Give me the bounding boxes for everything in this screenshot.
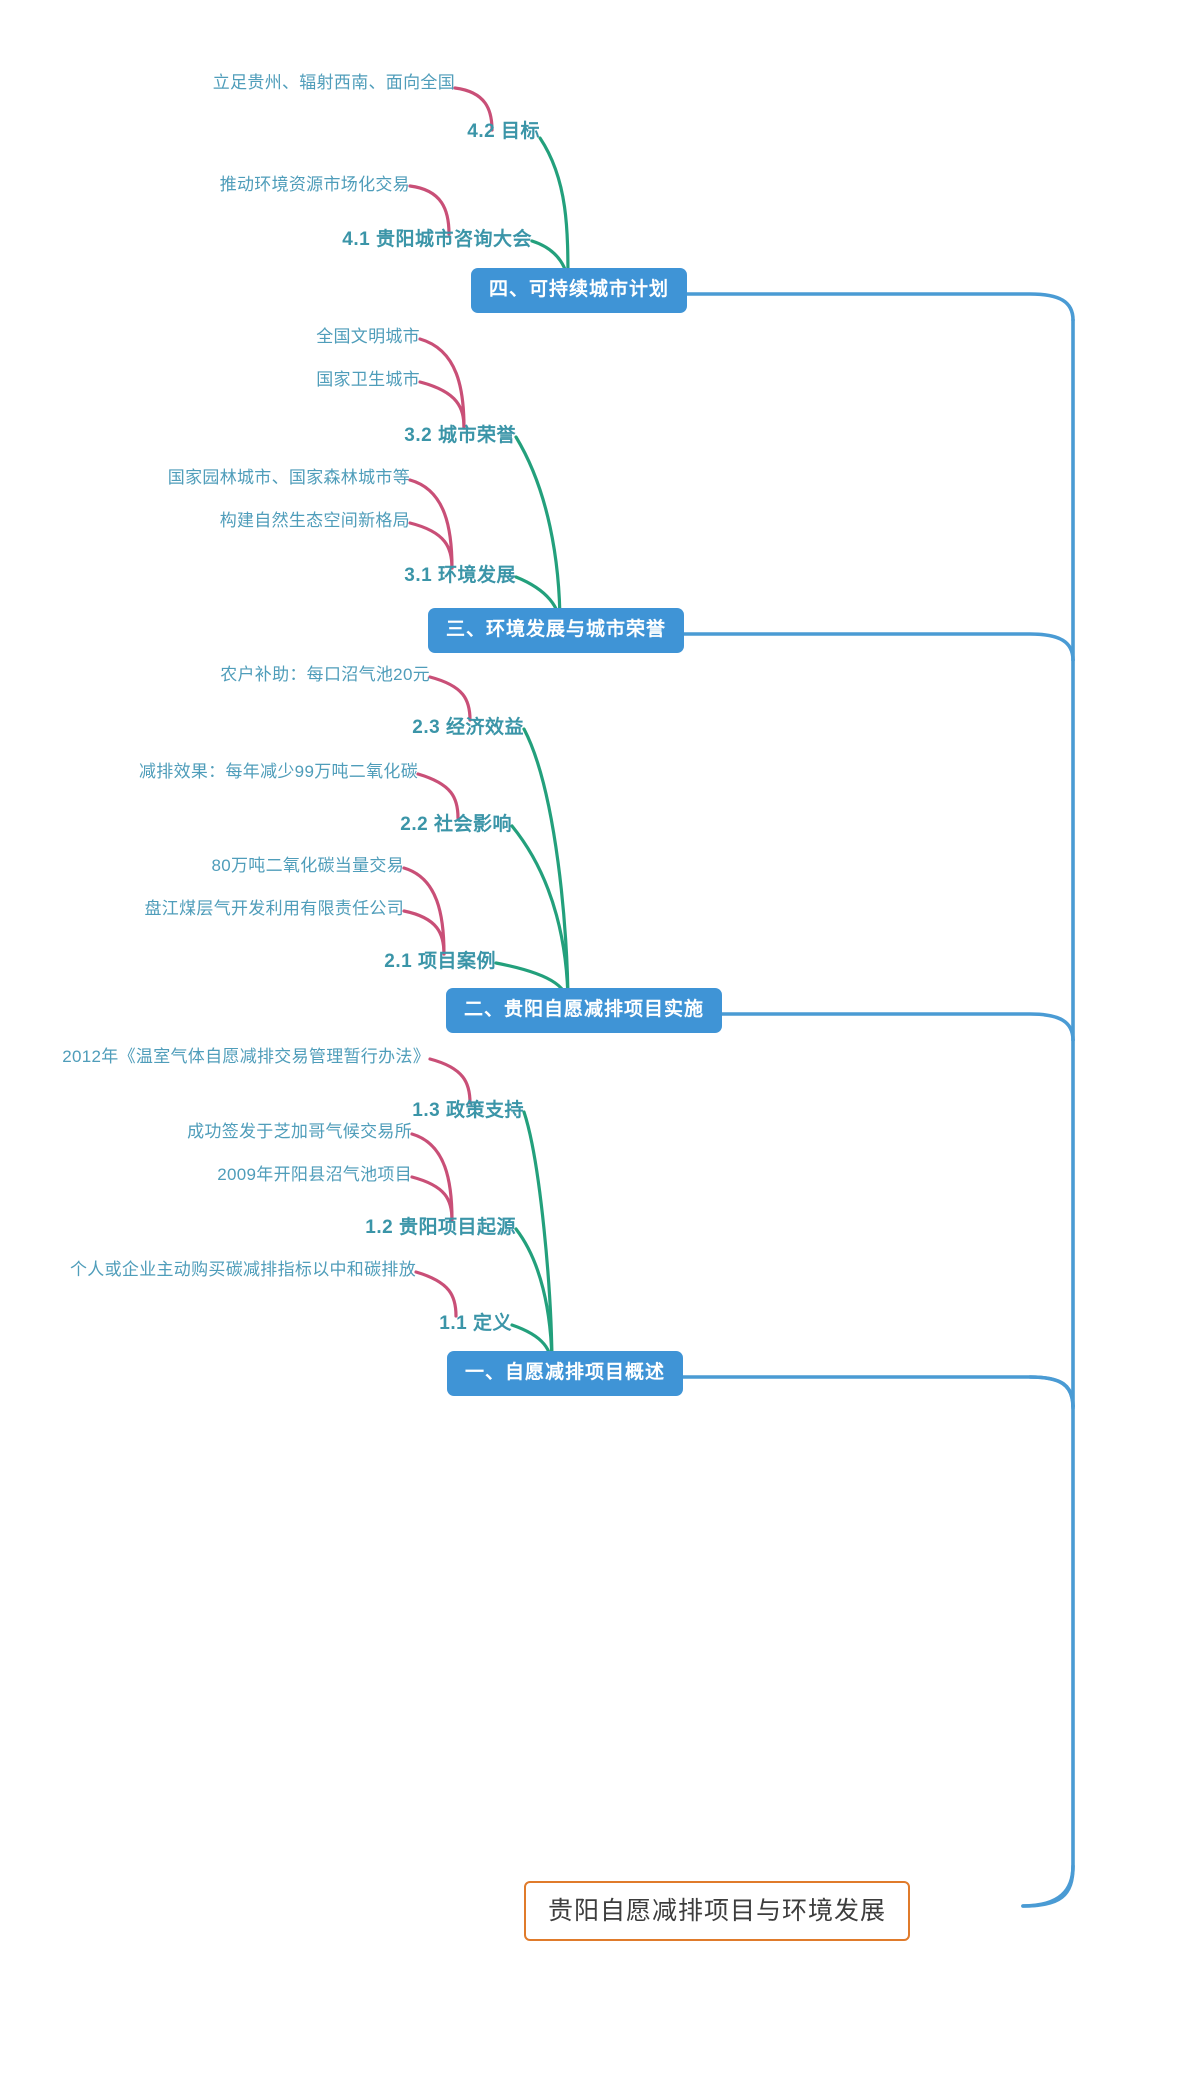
branch-node-4-label: 四、可持续城市计划 [489,279,670,300]
sub-node-1-2[interactable]: 1.2 贵阳项目起源 [290,1217,516,1240]
leaf-node-3-2-2[interactable]: 国家卫生城市 [110,370,420,390]
sub-node-2-2-label: 2.2 社会影响 [400,814,512,835]
sub-node-2-3-label: 2.3 经济效益 [412,717,524,738]
leaf-node-3-1-1-label: 国家园林城市、国家森林城市等 [167,468,410,487]
leaf-node-2-1-1-label: 80万吨二氧化碳当量交易 [211,856,404,875]
leaf-node-3-1-2[interactable]: 构建自然生态空间新格局 [80,511,410,531]
leaf-node-1-2-2[interactable]: 2009年开阳县沼气池项目 [90,1165,412,1185]
sub-node-1-3-label: 1.3 政策支持 [412,1100,524,1121]
sub-node-4-1-label: 4.1 贵阳城市咨询大会 [342,229,532,250]
sub-node-4-1[interactable]: 4.1 贵阳城市咨询大会 [282,229,532,252]
branch-node-1[interactable]: 一、自愿减排项目概述 [447,1351,684,1396]
leaf-node-4-1-1[interactable]: 推动环境资源市场化交易 [100,175,410,195]
leaf-node-2-1-2-label: 盘江煤层气开发利用有限责任公司 [144,899,404,918]
branch-node-1-label: 一、自愿减排项目概述 [465,1362,666,1383]
sub-node-1-1-label: 1.1 定义 [439,1313,512,1334]
leaf-node-1-1-1-label: 个人或企业主动购买碳减排指标以中和碳排放 [70,1260,416,1279]
leaf-node-3-2-2-label: 国家卫生城市 [316,370,420,389]
leaf-node-1-3-1-label: 2012年《温室气体自愿减排交易管理暂行办法》 [62,1047,430,1066]
leaf-node-3-1-2-label: 构建自然生态空间新格局 [219,511,410,530]
leaf-node-4-2-1-label: 立足贵州、辐射西南、面向全国 [212,73,455,92]
leaf-node-2-3-1-label: 农户补助：每口沼气池20元 [220,665,430,684]
sub-node-2-2[interactable]: 2.2 社会影响 [290,814,512,837]
leaf-node-2-1-1[interactable]: 80万吨二氧化碳当量交易 [80,856,404,876]
branch-node-3[interactable]: 三、环境发展与城市荣誉 [428,608,685,653]
leaf-node-4-2-1[interactable]: 立足贵州、辐射西南、面向全国 [100,73,455,93]
branch-node-4[interactable]: 四、可持续城市计划 [471,268,688,313]
branch-node-2-label: 二、贵阳自愿减排项目实施 [464,999,705,1020]
sub-node-2-1-label: 2.1 项目案例 [384,951,496,972]
leaf-node-3-2-1-label: 全国文明城市 [316,327,420,346]
sub-node-4-2[interactable]: 4.2 目标 [324,121,540,144]
sub-node-3-1-label: 3.1 环境发展 [404,565,516,586]
sub-node-1-3[interactable]: 1.3 政策支持 [300,1100,524,1123]
sub-node-3-2-label: 3.2 城市荣誉 [404,425,516,446]
branch2-sub-edges [494,727,570,1008]
branch1-sub-edges [510,1110,554,1371]
leaf-node-1-2-1-label: 成功签发于芝加哥气候交易所 [187,1122,412,1141]
branch1-leaf-edges [410,1057,472,1318]
branch3-sub-edges [514,435,562,628]
root-node-label: 贵阳自愿减排项目与环境发展 [548,1897,887,1925]
leaf-node-3-1-1[interactable]: 国家园林城市、国家森林城市等 [80,468,410,488]
leaf-node-3-2-1[interactable]: 全国文明城市 [110,327,420,347]
leaf-node-2-3-1[interactable]: 农户补助：每口沼气池20元 [110,665,430,685]
trunk-edges [658,292,1075,1908]
sub-node-2-1[interactable]: 2.1 项目案例 [280,951,496,974]
root-node[interactable]: 贵阳自愿减排项目与环境发展 [524,1881,911,1941]
leaf-node-2-2-1[interactable]: 减排效果：每年减少99万吨二氧化碳 [70,762,418,782]
leaf-node-2-1-2[interactable]: 盘江煤层气开发利用有限责任公司 [80,899,404,919]
leaf-node-4-1-1-label: 推动环境资源市场化交易 [219,175,410,194]
sub-node-1-1[interactable]: 1.1 定义 [300,1313,512,1336]
sub-node-1-2-label: 1.2 贵阳项目起源 [365,1217,516,1238]
sub-node-3-2[interactable]: 3.2 城市荣誉 [290,425,516,448]
branch4-sub-edges [530,136,570,288]
leaf-node-1-2-1[interactable]: 成功签发于芝加哥气候交易所 [90,1122,412,1142]
branch-node-3-label: 三、环境发展与城市荣誉 [446,619,667,640]
sub-node-2-3[interactable]: 2.3 经济效益 [300,717,524,740]
leaf-node-1-3-1[interactable]: 2012年《温室气体自愿减排交易管理暂行办法》 [30,1047,430,1067]
sub-node-4-2-label: 4.2 目标 [467,121,540,142]
branch-node-2[interactable]: 二、贵阳自愿减排项目实施 [446,988,723,1033]
leaf-node-1-1-1[interactable]: 个人或企业主动购买碳减排指标以中和碳排放 [60,1260,416,1280]
sub-node-3-1[interactable]: 3.1 环境发展 [290,565,516,588]
leaf-node-2-2-1-label: 减排效果：每年减少99万吨二氧化碳 [138,762,418,781]
leaf-node-1-2-2-label: 2009年开阳县沼气池项目 [217,1165,412,1184]
branch4-leaf-edges [408,86,494,236]
